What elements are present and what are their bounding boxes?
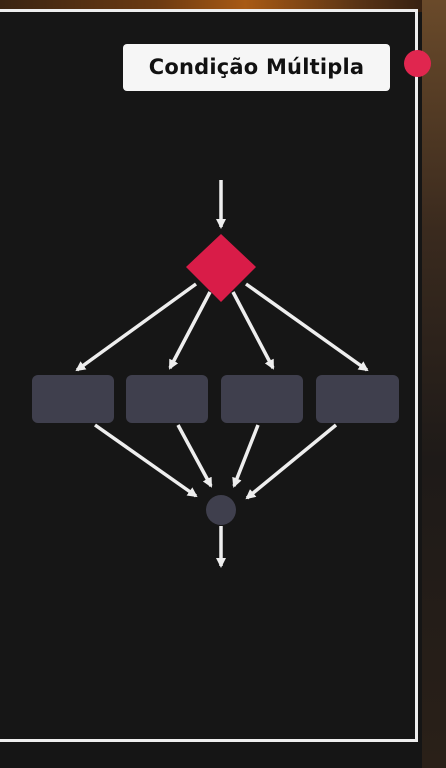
merge-arrow-2 xyxy=(176,424,213,488)
merge-arrow-1 xyxy=(93,423,198,498)
process-box-3 xyxy=(221,375,303,423)
diagram-title: Condição Múltipla xyxy=(123,44,390,91)
decision-diamond xyxy=(186,234,256,302)
process-box-1 xyxy=(32,375,114,423)
branch-arrow-2 xyxy=(168,291,212,370)
process-box-2 xyxy=(126,375,208,423)
merge-arrow-3 xyxy=(232,424,260,488)
merge-arrow-4 xyxy=(245,423,338,500)
process-box-4 xyxy=(316,375,399,423)
branch-arrow-4 xyxy=(244,282,369,372)
branch-arrow-3 xyxy=(231,291,275,370)
background-strip-right xyxy=(422,0,446,768)
branch-arrow-1 xyxy=(75,282,198,372)
record-dot-icon xyxy=(404,50,431,77)
merge-node xyxy=(206,495,236,525)
